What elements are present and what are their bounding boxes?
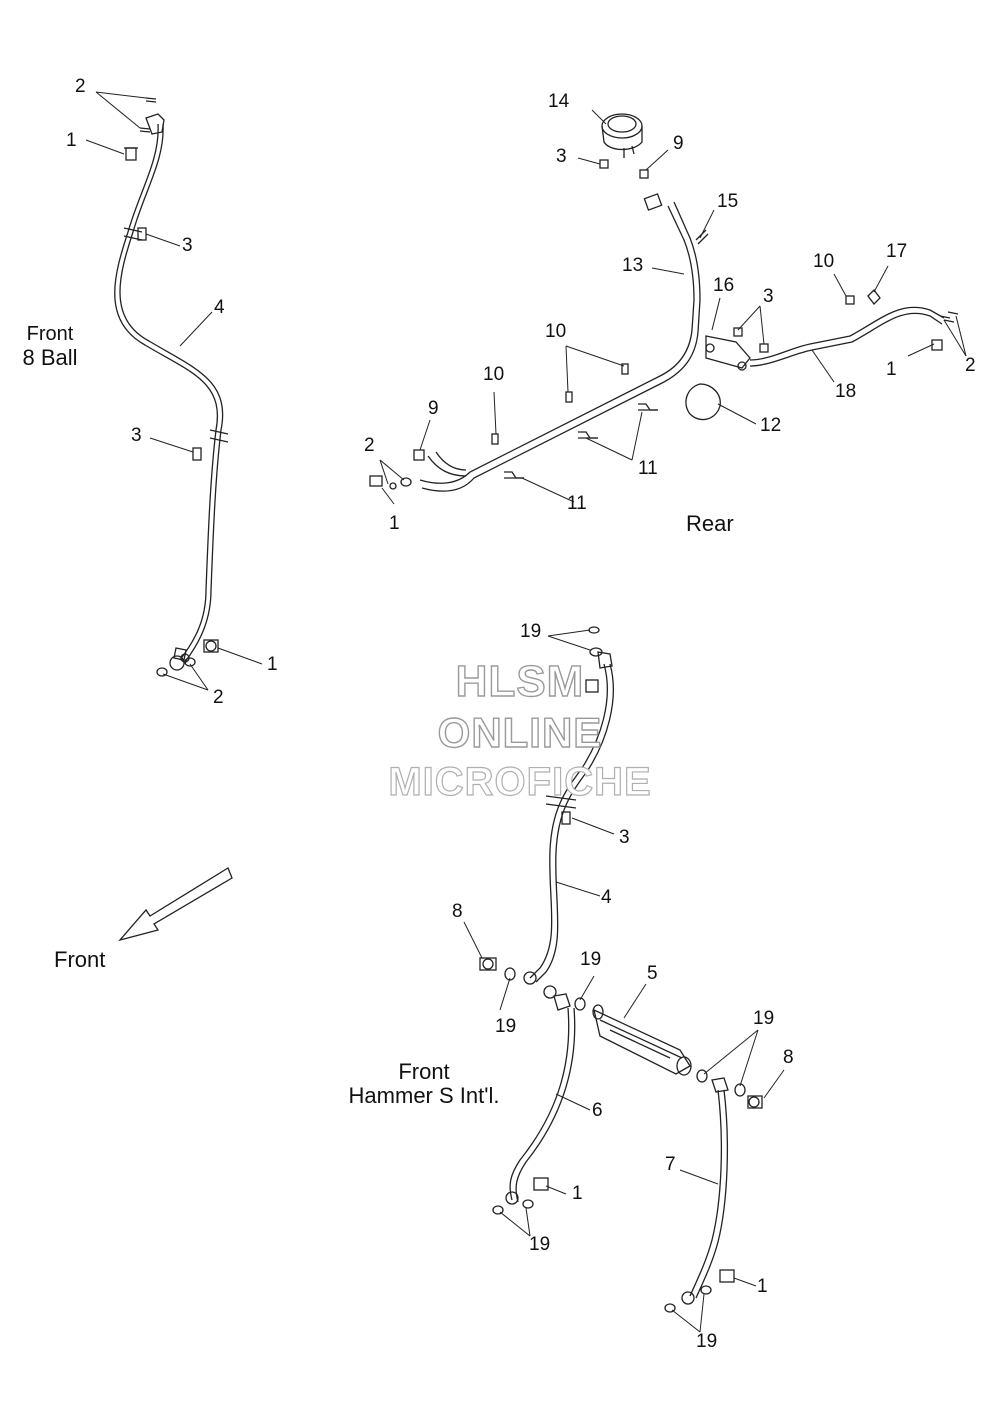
callout-hammer-5: 5 [647,963,658,984]
hammer-brake-lines [505,651,729,1305]
callout-rear-11-upper: 11 [638,458,658,479]
callout-rear-17: 17 [886,241,908,262]
front-8-ball-fittings [124,97,219,677]
hammer-leader-lines [463,629,785,1333]
caption-rear: Rear [686,511,734,536]
callout-hammer-19-bottom-right: 19 [696,1331,718,1352]
callout-rear-14: 14 [548,91,570,112]
callout-rear-3-right: 3 [763,286,774,307]
watermark-line-3: MICROFICHE [388,760,652,804]
callout-hammer-6: 6 [592,1100,603,1121]
caption-front-arrow: Front [54,947,106,972]
front-direction-arrow-icon [118,867,233,942]
callout-front8-3-upper: 3 [182,235,193,256]
callout-rear-9-top: 9 [673,133,684,154]
front-8-ball-leader-lines [85,91,263,691]
callout-front8-3-lower: 3 [131,425,142,446]
callout-front8-2-top: 2 [75,76,86,97]
callout-rear-3-top: 3 [556,146,567,167]
callout-hammer-4: 4 [601,887,612,908]
callout-hammer-3: 3 [619,827,630,848]
callout-rear-16: 16 [713,275,735,296]
callout-rear-10-left: 10 [483,364,505,385]
watermark-line-1: HLSM [455,657,585,706]
callout-hammer-8-left: 8 [452,901,463,922]
callout-front8-1-lower: 1 [267,654,278,675]
callout-front8-1-top: 1 [66,130,77,151]
callout-hammer-19-top: 19 [520,621,542,642]
callout-hammer-1-right: 1 [757,1276,768,1297]
front-8-ball-brake-line [114,113,229,671]
caption-front-hammer-line1: Front [398,1059,450,1084]
callout-rear-15: 15 [717,191,739,212]
caption-front-hammer-line2: Hammer S Int'l. [348,1083,500,1108]
caption-front-8-ball-line1: Front [26,323,74,345]
caption-front-hammer: Front Hammer S Int'l. [336,1060,512,1108]
rear-leader-lines [379,109,967,505]
callout-rear-13: 13 [622,255,644,276]
callout-rear-12: 12 [760,415,782,436]
callout-rear-9-left: 9 [428,398,439,419]
callout-rear-11-lower: 11 [567,493,587,514]
callout-rear-18: 18 [835,381,857,402]
callout-rear-2-right: 2 [965,355,976,376]
caption-front-8-ball: Front 8 Ball [18,322,82,370]
callout-hammer-19-right: 19 [753,1008,775,1029]
callout-hammer-19-mid-right: 19 [580,949,602,970]
callout-front8-4: 4 [214,297,225,318]
callout-hammer-19-mid-left: 19 [495,1016,517,1037]
hammer-fittings [479,626,763,1313]
callout-hammer-8-right: 8 [783,1047,794,1068]
callout-rear-1-left: 1 [389,513,400,534]
rear-brake-line [419,113,945,492]
caption-front-8-ball-line2: 8 Ball [22,345,78,370]
callout-rear-10-mid: 10 [545,321,567,342]
callout-rear-10-right: 10 [813,251,835,272]
callout-hammer-7: 7 [665,1154,676,1175]
callout-front8-2-lower: 2 [213,687,224,708]
callout-hammer-1-left: 1 [572,1183,583,1204]
callout-hammer-19-bottom-left: 19 [529,1234,551,1255]
callout-rear-2-left: 2 [364,435,375,456]
watermark-line-2: ONLINE [437,709,603,756]
callout-rear-1-right: 1 [886,359,897,380]
